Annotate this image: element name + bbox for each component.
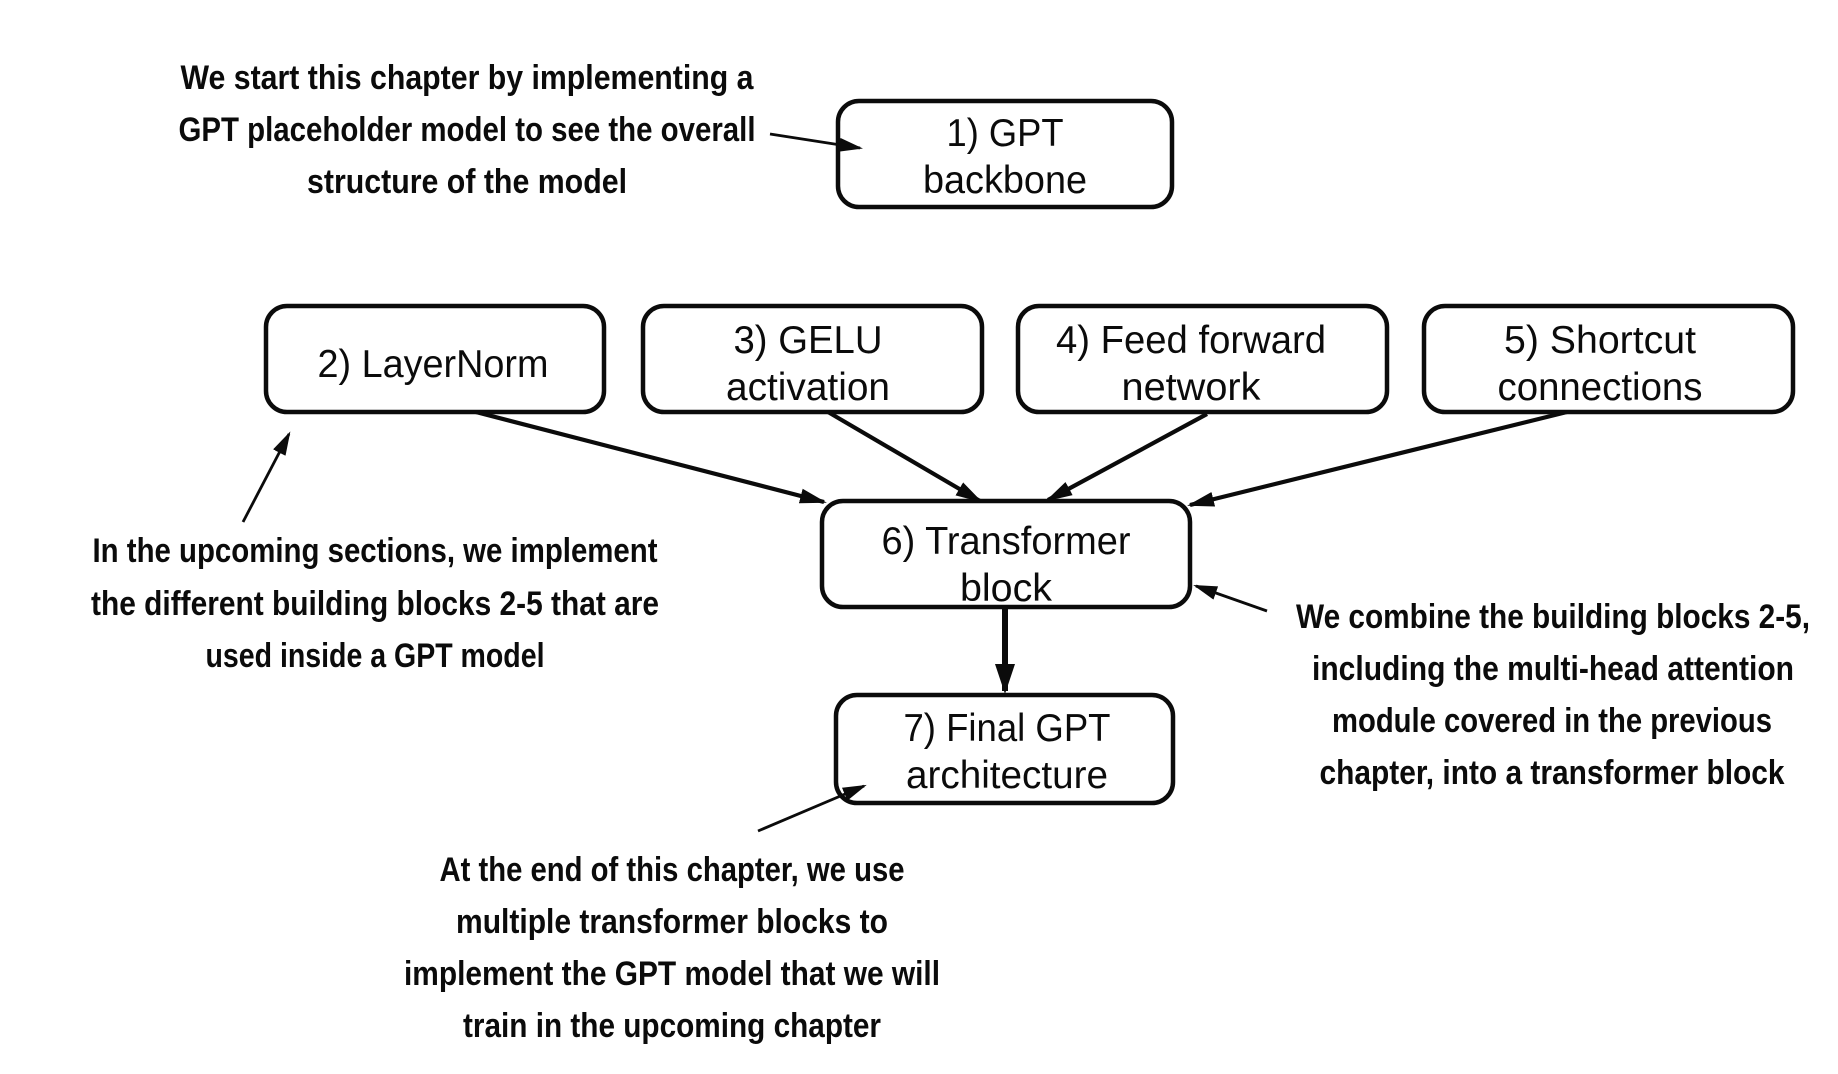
svg-text:6) Transformer: 6) Transformer bbox=[882, 520, 1131, 563]
svg-text:train in the upcoming chapter: train in the upcoming chapter bbox=[463, 1007, 881, 1045]
svg-text:In the upcoming sections, we i: In the upcoming sections, we implement bbox=[93, 532, 658, 570]
svg-text:5) Shortcut: 5) Shortcut bbox=[1504, 319, 1696, 362]
svg-text:connections: connections bbox=[1498, 366, 1703, 409]
svg-text:1) GPT: 1) GPT bbox=[947, 112, 1064, 155]
svg-text:structure of the model: structure of the model bbox=[307, 163, 627, 201]
svg-text:chapter, into a transformer bl: chapter, into a transformer block bbox=[1320, 754, 1785, 792]
svg-text:2) LayerNorm: 2) LayerNorm bbox=[318, 343, 549, 386]
svg-text:module covered in the previous: module covered in the previous bbox=[1332, 702, 1772, 740]
svg-text:block: block bbox=[960, 567, 1053, 610]
svg-text:implement the GPT model that w: implement the GPT model that we will bbox=[404, 955, 940, 993]
svg-text:3) GELU: 3) GELU bbox=[734, 319, 883, 362]
svg-text:We combine the building blocks: We combine the building blocks 2-5, bbox=[1296, 598, 1810, 636]
svg-text:GPT placeholder model to see t: GPT placeholder model to see the overall bbox=[179, 111, 756, 149]
svg-text:At the end of this chapter, we: At the end of this chapter, we use bbox=[440, 851, 905, 889]
svg-text:activation: activation bbox=[726, 366, 890, 409]
svg-text:the different building blocks: the different building blocks 2-5 that a… bbox=[91, 585, 659, 623]
svg-text:including the multi-head atten: including the multi-head attention bbox=[1312, 650, 1794, 688]
svg-text:We start this chapter by imple: We start this chapter by implementing a bbox=[181, 59, 755, 97]
svg-text:architecture: architecture bbox=[906, 754, 1108, 797]
svg-text:multiple transformer blocks to: multiple transformer blocks to bbox=[456, 903, 888, 941]
svg-text:7) Final GPT: 7) Final GPT bbox=[904, 707, 1111, 750]
svg-text:network: network bbox=[1122, 366, 1262, 409]
svg-text:used inside a GPT model: used inside a GPT model bbox=[206, 637, 545, 675]
svg-text:backbone: backbone bbox=[923, 159, 1087, 202]
svg-text:4) Feed forward: 4) Feed forward bbox=[1056, 319, 1326, 362]
